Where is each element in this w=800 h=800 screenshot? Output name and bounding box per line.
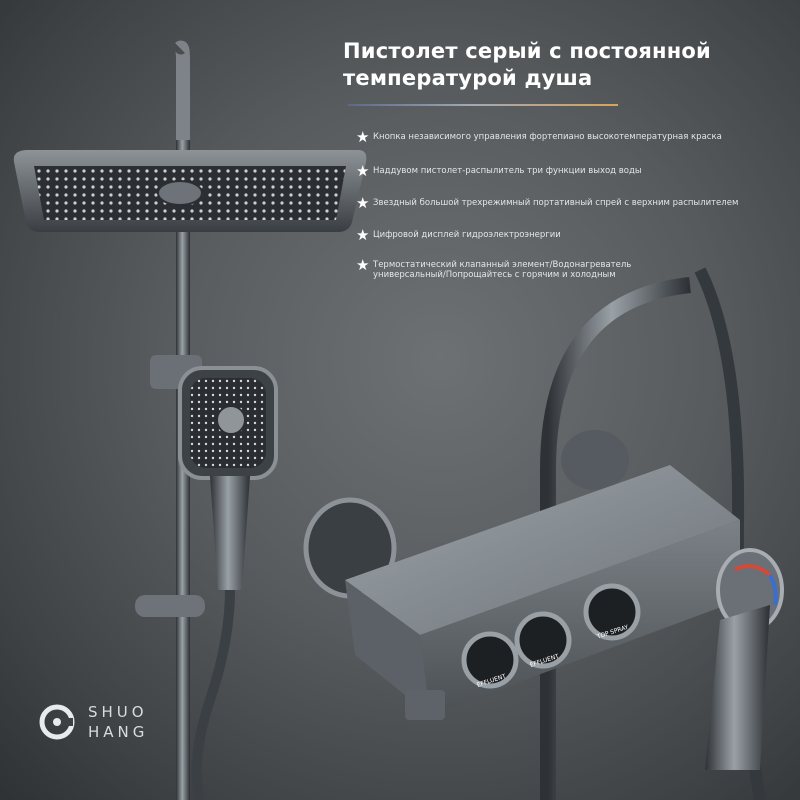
headline-line-2: температурой душа: [343, 66, 593, 90]
list-item: ★ Кнопка независимого управления фортепи…: [356, 128, 722, 146]
list-item: ★ Наддувом пистолет-распылитель три функ…: [356, 162, 642, 180]
headline: Пистолет серый с постоянной температурой…: [343, 38, 783, 92]
star-icon: ★: [356, 256, 370, 274]
brand-name: SHUO HANG: [88, 702, 148, 742]
button-left: [461, 631, 519, 689]
thermostat-lever: [705, 605, 770, 770]
brand-logo-icon: [39, 704, 75, 740]
list-item: ★ Цифровой дисплей гидроэлектроэнергии: [356, 226, 561, 244]
list-item: ★ Звездный большой трехрежимный портатив…: [356, 194, 739, 212]
wall-flange-right: [561, 430, 629, 490]
star-icon: ★: [356, 128, 370, 146]
button-middle: [514, 611, 572, 669]
outlet-spout: [405, 690, 445, 720]
right-riser-pipe: [540, 277, 691, 800]
feature-text: Звездный большой трехрежимный портативны…: [373, 198, 739, 208]
handheld-center-nozzle: [216, 405, 246, 435]
shower-head-nozzle: [157, 180, 203, 206]
brand-name-line-2: HANG: [88, 723, 149, 741]
brand-name-line-1: SHUO: [88, 703, 148, 721]
star-icon: ★: [356, 162, 370, 180]
headline-divider: [348, 104, 618, 106]
mixer-body-top: [345, 465, 740, 635]
brand-logo: SHUO HANG: [38, 702, 148, 742]
button-right: [583, 583, 641, 641]
feature-text: Термостатический клапанный элемент/Водон…: [373, 260, 632, 280]
gooseneck-pipe: [173, 40, 190, 140]
handheld-shower-handle: [210, 476, 250, 590]
feature-text: Цифровой дисплей гидроэлектроэнергии: [373, 230, 561, 240]
star-icon: ★: [356, 194, 370, 212]
list-item: ★ Термостатический клапанный элемент/Вод…: [356, 256, 636, 281]
temperature-scale: [733, 564, 772, 577]
feature-text: Кнопка независимого управления фортепиан…: [373, 132, 722, 142]
slide-bracket: [135, 595, 205, 617]
headline-line-1: Пистолет серый с постоянной: [343, 39, 711, 63]
shower-hose: [191, 589, 235, 800]
feature-text: Наддувом пистолет-распылитель три функци…: [373, 166, 642, 176]
star-icon: ★: [356, 226, 370, 244]
